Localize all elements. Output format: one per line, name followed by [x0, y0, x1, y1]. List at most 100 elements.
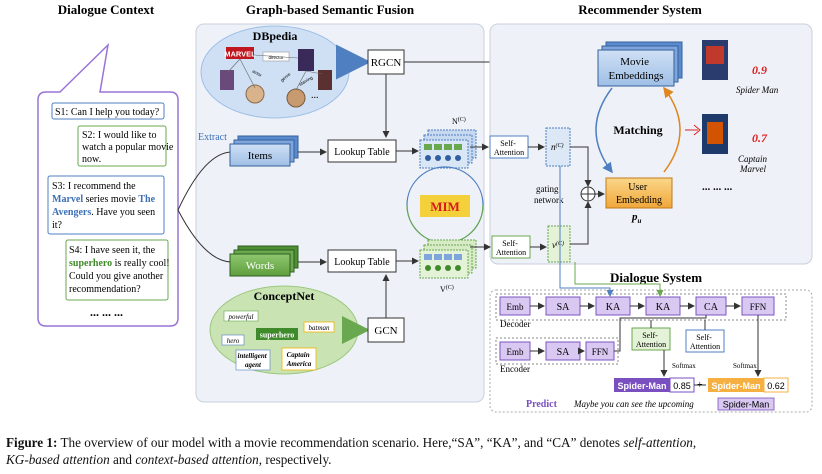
decoder-region [495, 293, 787, 321]
sa-words-l1: Self- [502, 239, 518, 248]
encoder-label: Encoder [500, 364, 530, 374]
figure-caption: Figure 1: The overview of our model with… [6, 434, 818, 468]
movie-2-line2: Marvel [739, 164, 766, 174]
movie-1-label: Spider Man [736, 85, 779, 95]
header-dialogue-context: Dialogue Context [58, 2, 155, 17]
gcn-label: GCN [374, 325, 397, 337]
v-label: V [440, 285, 446, 294]
n-matrix-cells [424, 144, 462, 161]
ds-self-attention-1-label: Self- Attention [636, 331, 666, 349]
predict-text: Maybe you can see the upcoming [573, 399, 694, 409]
output-2-word-box [708, 378, 764, 392]
words-box [229, 253, 291, 277]
utterance-s1 [51, 102, 165, 120]
concept-hero: hero [227, 337, 240, 345]
items-label: Items [248, 150, 272, 162]
ds-sa2-l1: Self- [696, 333, 712, 342]
s2-line1: S2: I would like to [82, 130, 156, 141]
decoder-label: Decoder [500, 319, 530, 329]
movie-embeddings-box [597, 49, 675, 87]
dec-ka-1-label: KA [606, 302, 621, 313]
kg-poster-1 [220, 70, 234, 90]
rgcn-label: RGCN [371, 57, 402, 69]
predict-word-box [717, 397, 775, 411]
s4-line4: recommendation? [69, 284, 141, 295]
ds-self-attention-2-label: Self- Attention [690, 333, 720, 351]
n-sup: (C) [458, 116, 466, 123]
s3-the: The [138, 194, 155, 205]
concept-powerful: powerful [228, 313, 254, 321]
concept-captain: Captain [287, 351, 310, 359]
s3-marvel: Marvel [52, 194, 83, 205]
utterance-s2-text: S2: I would like to watch a popular movi… [82, 130, 176, 165]
enc-ffn-label: FFN [592, 347, 609, 357]
utterance-s3 [47, 175, 165, 235]
gcn-box [367, 317, 405, 343]
words-label: Words [246, 260, 274, 272]
lookup-table-2-label: Lookup Table [334, 257, 390, 268]
user-embedding-box [605, 177, 673, 209]
ds-sa2-l2: Attention [690, 342, 720, 351]
s4-line1: S4: I have seen it, the [69, 245, 156, 256]
caption-text-2: , [692, 435, 697, 450]
caption-text-3: and [109, 452, 136, 467]
caption-text-4: , respectively. [258, 452, 332, 467]
output-1-word-box [614, 378, 670, 392]
encoder-region [495, 337, 619, 365]
predict-word: Spider-Man [723, 400, 770, 410]
user-emb-line2: Embedding [616, 195, 662, 206]
output-2-score: 0.62 [767, 381, 785, 391]
enc-emb-label: Emb [507, 347, 524, 357]
s3-avengers: Avengers [52, 207, 91, 218]
kg-dots: ... [311, 90, 319, 101]
output-1-word: Spider-Man [617, 381, 666, 391]
predict-label: Predict [526, 399, 558, 410]
mim-label: MIM [430, 199, 460, 214]
plus-sign: + [697, 380, 703, 391]
concept-intelligent-agent: intelligent agent [238, 352, 269, 369]
s3-seen: . Have you seen [91, 207, 155, 218]
movie-emb-line2: Embeddings [609, 70, 664, 82]
kg-label-director: director [268, 55, 284, 60]
s4-cool: is really cool! [112, 258, 169, 269]
kg-person-1 [245, 84, 265, 104]
kg-label-genre: genre [279, 71, 291, 83]
output-2-score-box [763, 377, 789, 393]
caption-label: Figure 1: [6, 435, 58, 450]
header-fusion: Graph-based Semantic Fusion [246, 2, 415, 17]
s4-line3: Could you give another [69, 271, 164, 282]
gating-line1: gating [536, 184, 559, 194]
s3-series: series movie [83, 194, 138, 205]
caption-text-1: The overview of our model with a movie r… [57, 435, 624, 450]
softmax-1: Softmax [672, 362, 696, 370]
pu-p: p [631, 211, 638, 223]
utterance-s3-text: S3: I recommend the Marvel series movie … [52, 181, 158, 231]
utterance-s1-text: S1: Can I help you today? [55, 107, 160, 118]
n-matrix-label: N(C) [452, 116, 466, 126]
concept-captain-america: Captain America [286, 351, 312, 368]
score-2: 0.7 [752, 131, 768, 145]
kg-person-2 [286, 88, 306, 108]
movie-embeddings-label: Movie Embeddings [609, 56, 664, 82]
mim-box [420, 195, 470, 217]
s3-it: it? [52, 220, 63, 231]
caption-italic-2: KG-based attention [6, 452, 110, 467]
kg-label-actor: actor [252, 69, 264, 79]
gating-label: gating network [534, 184, 564, 205]
dbpedia-title: DBpedia [253, 29, 298, 43]
v-sup: (C) [446, 284, 454, 291]
n-vector-label: n(C) [551, 142, 564, 152]
caption-italic-3: context-based attention [135, 452, 259, 467]
concept-intelligent: intelligent [238, 352, 268, 360]
utterance-s2 [77, 125, 167, 167]
ds-sa1-l1: Self- [642, 331, 658, 340]
movie-2-line1: Captain [738, 154, 768, 164]
output-1-score: 0.85 [673, 381, 691, 391]
marvel-logo-text: MARVEL [224, 50, 256, 59]
dec-ca-label: CA [704, 302, 719, 313]
n-vec-label: n [551, 142, 556, 152]
sa-words-l2: Attention [496, 248, 526, 257]
kg-poster-2 [298, 49, 314, 71]
concept-superhero: superhero [260, 331, 295, 340]
